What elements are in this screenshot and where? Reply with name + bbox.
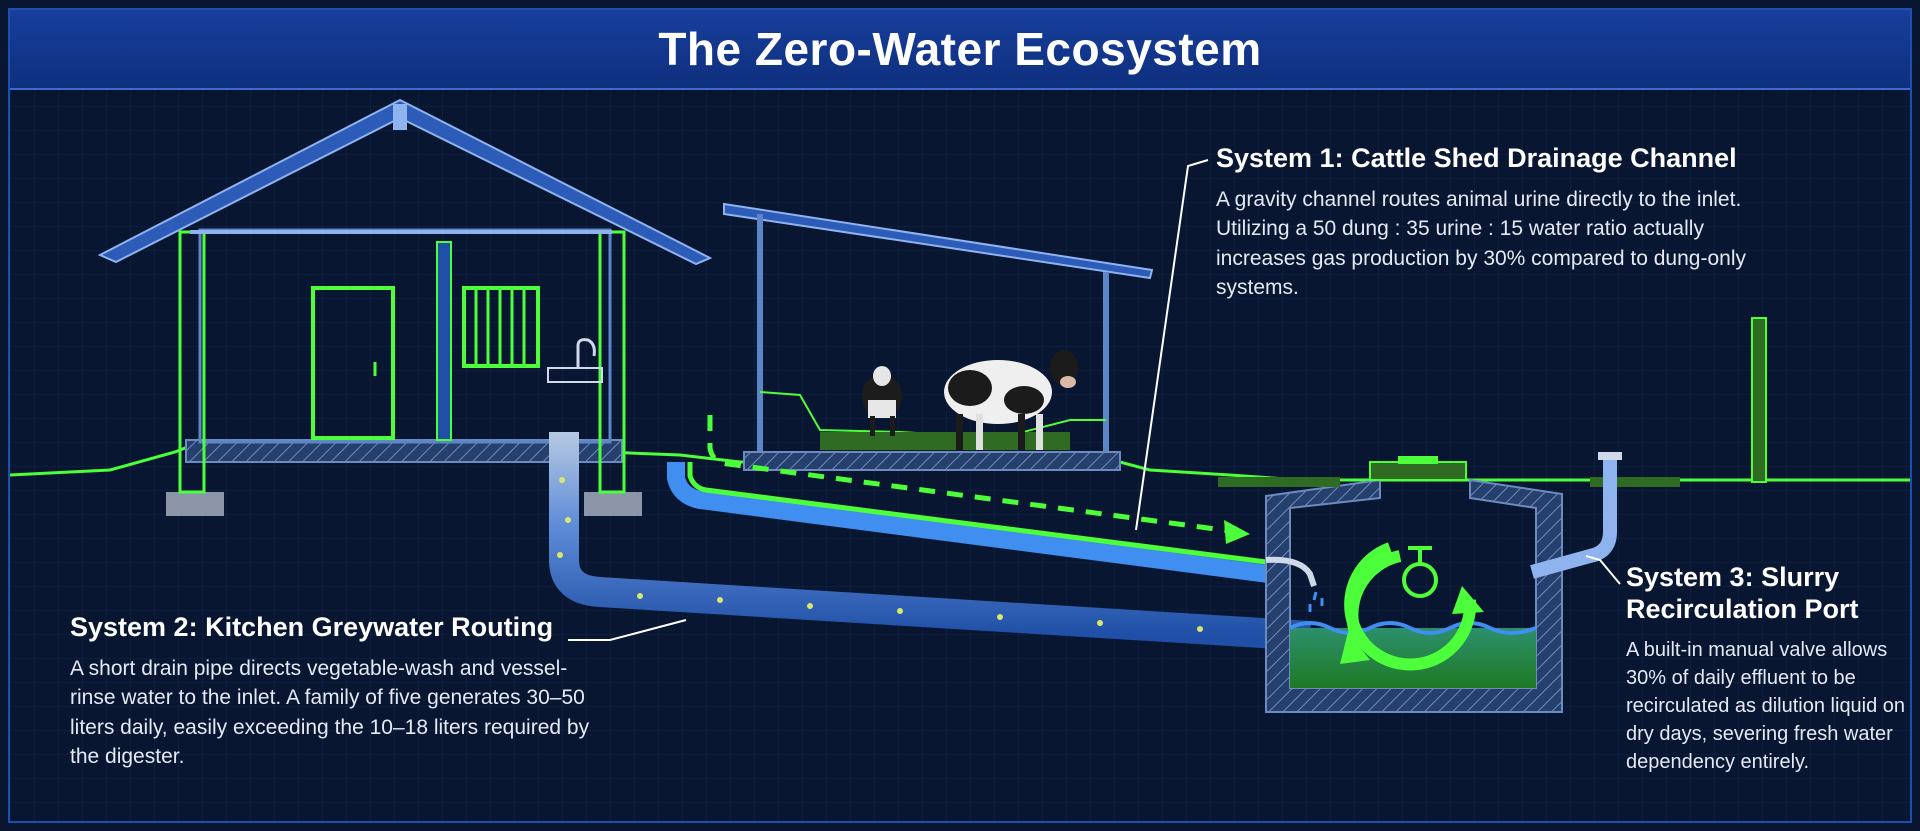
house-footing-left xyxy=(166,492,224,516)
shed-hay xyxy=(820,432,1070,450)
tap-icon xyxy=(576,338,596,368)
system3-heading: System 3: Slurry Recirculation Port xyxy=(1626,562,1859,624)
house-floor-slab xyxy=(185,439,623,463)
system1-description: A gravity channel routes animal urine di… xyxy=(1216,187,1746,300)
recirculation-port-pipe xyxy=(1530,456,1617,579)
port-pipe-cap xyxy=(1598,452,1622,460)
kitchen-sink xyxy=(547,367,603,383)
diagram-title: The Zero-Water Ecosystem xyxy=(658,23,1262,75)
slurry-level xyxy=(1290,628,1536,688)
urine-flow xyxy=(687,462,1267,565)
shed-grass xyxy=(759,391,1106,440)
digester-wall xyxy=(1265,478,1563,713)
slurry-surface xyxy=(1289,621,1537,635)
shed-roof xyxy=(723,202,1154,280)
leader-line-system3 xyxy=(1585,555,1621,585)
shed-floor xyxy=(743,451,1121,471)
dome-cap-handle xyxy=(1398,456,1438,464)
system1-heading: System 1: Cattle Shed Drainage Channel xyxy=(1216,143,1737,173)
callout-system3: System 3: Slurry Recirculation Port A bu… xyxy=(1626,562,1916,776)
vent-post xyxy=(1751,317,1767,483)
title-bar: The Zero-Water Ecosystem xyxy=(10,10,1910,90)
callout-system2: System 2: Kitchen Greywater Routing A sh… xyxy=(70,612,590,771)
digester-dome-cap xyxy=(1369,461,1467,481)
inlet-spout xyxy=(1265,556,1317,587)
urine-flow-arrowhead xyxy=(1224,520,1250,544)
leader-line-system2 xyxy=(568,619,687,641)
system3-description: A built-in manual valve allows 30% of da… xyxy=(1626,638,1906,773)
urine-drainage-channel xyxy=(667,462,1270,583)
house-post-center xyxy=(436,241,452,441)
recirculation-cycle-icon xyxy=(1340,542,1484,671)
house-walls xyxy=(198,228,612,444)
window-bars xyxy=(474,290,526,364)
house xyxy=(97,98,713,516)
ground-line xyxy=(9,446,1910,482)
system2-description: A short drain pipe directs vegetable-was… xyxy=(70,656,590,769)
cattle-shed xyxy=(723,202,1154,471)
system2-heading: System 2: Kitchen Greywater Routing xyxy=(70,612,554,642)
urine-flow-arrow xyxy=(707,415,1239,535)
valve-icon xyxy=(1402,562,1438,598)
house-door xyxy=(311,286,395,440)
leader-line-system1 xyxy=(1135,159,1209,531)
house-window xyxy=(462,286,540,368)
callout-system1: System 1: Cattle Shed Drainage Channel A… xyxy=(1216,143,1776,302)
house-footing-right xyxy=(584,492,642,516)
house-roof-peak xyxy=(393,104,407,130)
house-roof xyxy=(97,98,713,266)
inlet-drips xyxy=(1308,591,1324,612)
biogas-digester xyxy=(1218,456,1680,713)
greywater-pipe xyxy=(549,432,1311,651)
cow-large-icon xyxy=(944,350,1078,450)
cow-small-icon xyxy=(862,366,902,436)
